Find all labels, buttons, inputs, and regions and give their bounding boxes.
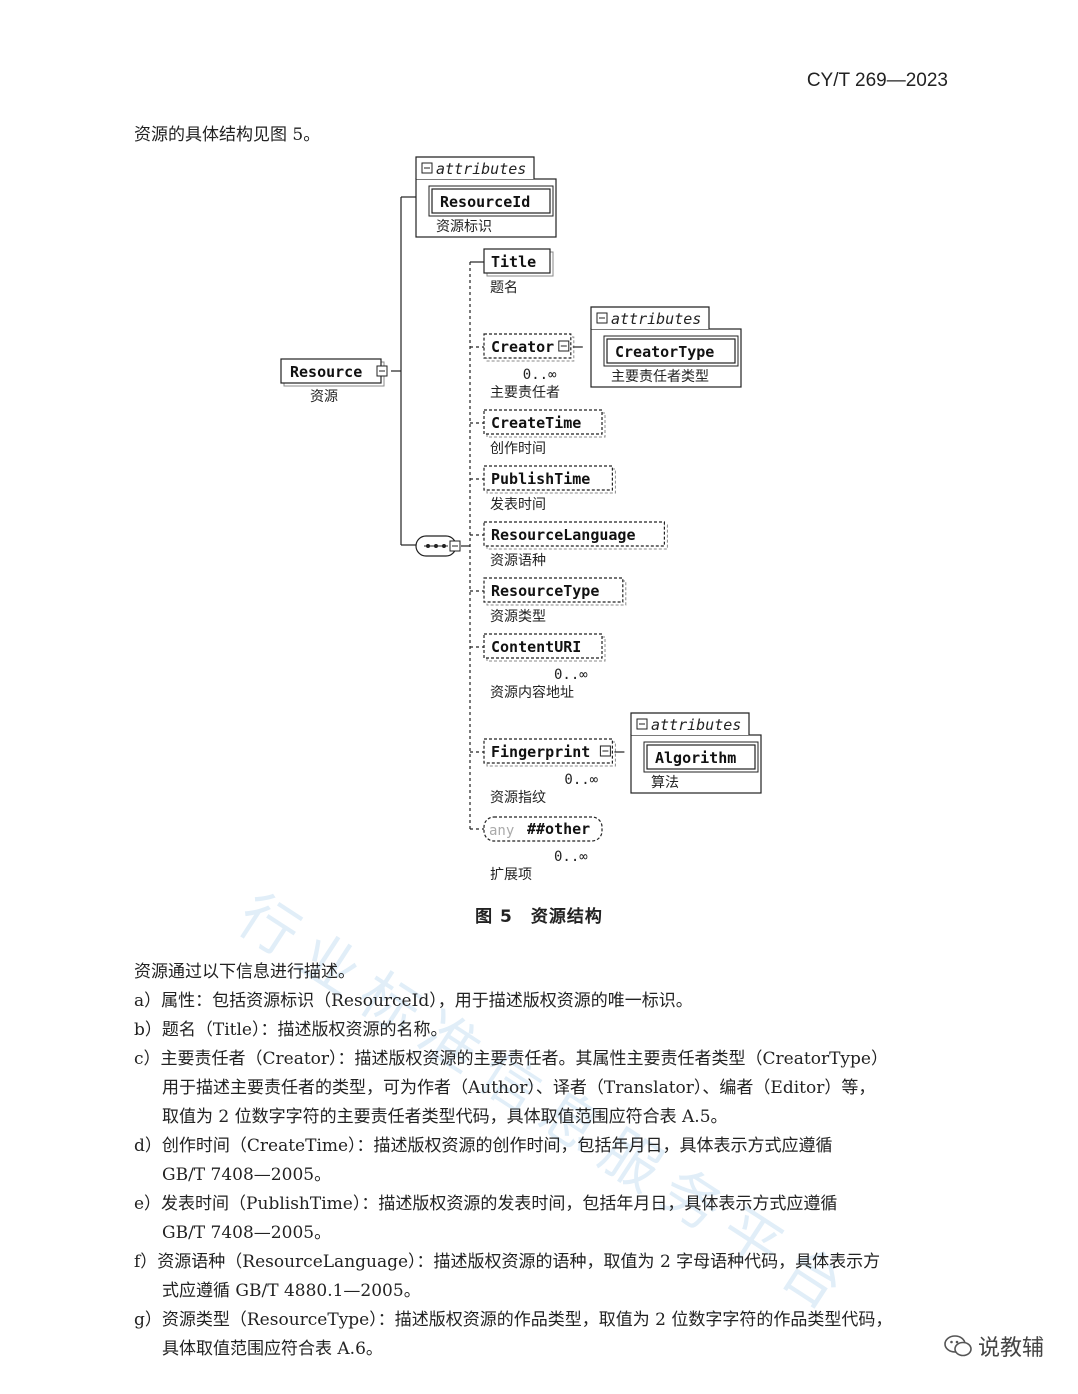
resource-structure-diagram: Resource资源attributesResourceId资源标识Title题… xyxy=(280,156,762,883)
child-other-label: 扩展项 xyxy=(490,867,532,883)
child-creator-name: Creator xyxy=(491,338,554,356)
child-createtime-label: 创作时间 xyxy=(490,441,546,457)
child-resourcelanguage-name: ResourceLanguage xyxy=(491,526,636,544)
child-publishtime-name: PublishTime xyxy=(491,470,590,488)
list-item: b）题名（Title）：描述版权资源的名称。 xyxy=(134,1020,448,1040)
list-item: d）创作时间（CreateTime）：描述版权资源的创作时间，包括年月日，具体表… xyxy=(134,1136,833,1156)
child-resourcelanguage xyxy=(483,521,665,547)
fingerprint-attribute-name: Algorithm xyxy=(655,749,736,767)
list-item: c）主要责任者（Creator）：描述版权资源的主要责任者。其属性主要责任者类型… xyxy=(134,1049,888,1069)
child-fingerprint-multiplicity: 0..∞ xyxy=(564,772,598,788)
list-item-continuation: 取值为 2 位数字字符的主要责任者类型代码，具体取值范围应符合表 A.5。 xyxy=(162,1107,728,1127)
fingerprint-attributes-tab xyxy=(630,712,750,735)
creator-attribute-name: CreatorType xyxy=(615,343,714,361)
figure-caption: 图 5 资源结构 xyxy=(475,907,603,927)
child-other-any-prefix: any xyxy=(489,823,514,839)
root-attribute-name: ResourceId xyxy=(440,193,530,211)
child-publishtime xyxy=(483,465,613,491)
fingerprint-attribute-box xyxy=(646,744,756,770)
child-resourcetype xyxy=(483,577,624,603)
child-other-name: ##other xyxy=(527,820,590,838)
child-fingerprint xyxy=(483,738,613,764)
standard-number: CY/T 269—2023 xyxy=(806,70,948,91)
list-item: e）发表时间（PublishTime）：描述版权资源的发表时间，包括年月日，具体… xyxy=(134,1194,838,1214)
root-attribute-box xyxy=(431,188,551,214)
child-creator xyxy=(483,333,572,359)
child-publishtime-label: 发表时间 xyxy=(490,497,546,513)
child-other-multiplicity: 0..∞ xyxy=(554,849,588,865)
list-item: g）资源类型（ResourceType）：描述版权资源的作品类型，取值为 2 位… xyxy=(134,1310,893,1330)
child-contenturi-multiplicity: 0..∞ xyxy=(554,667,588,683)
logo-text: 说教辅 xyxy=(977,1336,1044,1361)
root-attribute-frame xyxy=(428,185,554,217)
child-other-wildcard xyxy=(483,816,603,842)
child-fingerprint-label: 资源指纹 xyxy=(490,790,546,806)
root-attribute-label: 资源标识 xyxy=(436,219,492,235)
root-attributes-tab xyxy=(415,156,535,179)
creator-attributes-tab xyxy=(590,306,710,329)
list-item-continuation: GB/T 7408—2005。 xyxy=(162,1223,332,1243)
child-contenturi xyxy=(483,633,603,659)
body-text: 资源通过以下信息进行描述。 a）属性：包括资源标识（ResourceId），用于… xyxy=(134,958,954,1364)
root-element-label: 资源 xyxy=(310,389,338,405)
sequence-dot xyxy=(442,544,446,548)
sequence-dot xyxy=(434,544,438,548)
list-item: a）属性：包括资源标识（ResourceId），用于描述版权资源的唯一标识。 xyxy=(134,991,693,1011)
child-title xyxy=(483,248,551,274)
child-title-label: 题名 xyxy=(490,280,518,296)
fingerprint-attribute-label: 算法 xyxy=(651,775,679,791)
child-creator-label: 主要责任者 xyxy=(490,385,560,401)
child-title-name: Title xyxy=(491,253,536,271)
creator-attributes-heading: attributes xyxy=(611,310,701,328)
sequence-dot xyxy=(426,544,430,548)
creator-attribute-box xyxy=(606,338,736,364)
child-contenturi-name: ContentURI xyxy=(491,638,581,656)
child-resourcelanguage-label: 资源语种 xyxy=(490,553,546,569)
child-creator-multiplicity: 0..∞ xyxy=(523,367,557,383)
fingerprint-attributes-heading: attributes xyxy=(651,716,741,734)
creator-attribute-label: 主要责任者类型 xyxy=(611,369,709,385)
child-resourcetype-name: ResourceType xyxy=(491,582,599,600)
creator-attribute-frame xyxy=(603,335,739,367)
child-contenturi-label: 资源内容地址 xyxy=(490,684,574,701)
root-attributes-heading: attributes xyxy=(436,160,526,178)
list-item-continuation: 式应遵循 GB/T 4880.1—2005。 xyxy=(162,1281,421,1301)
list-item-continuation: 用于描述主要责任者的类型，可为作者（Author）、译者（Translator）… xyxy=(162,1078,876,1098)
child-resourcetype-label: 资源类型 xyxy=(490,609,546,625)
list-item: f）资源语种（ResourceLanguage）：描述版权资源的语种，取值为 2… xyxy=(134,1252,881,1272)
definition-list: a）属性：包括资源标识（ResourceId），用于描述版权资源的唯一标识。 b）… xyxy=(134,987,954,1364)
list-item-continuation: 具体取值范围应符合表 A.6。 xyxy=(162,1339,383,1359)
child-createtime xyxy=(483,409,603,435)
child-fingerprint-name: Fingerprint xyxy=(491,743,590,761)
list-item-continuation: GB/T 7408—2005。 xyxy=(162,1165,332,1185)
body-lead: 资源通过以下信息进行描述。 xyxy=(134,962,355,982)
fingerprint-attribute-frame xyxy=(643,741,759,773)
logo: 说教辅 xyxy=(944,1330,1044,1364)
child-createtime-name: CreateTime xyxy=(491,414,581,432)
root-element-name: Resource xyxy=(290,363,362,381)
wechat-icon xyxy=(944,1334,972,1364)
intro-text: 资源的具体结构见图 5。 xyxy=(134,125,321,145)
